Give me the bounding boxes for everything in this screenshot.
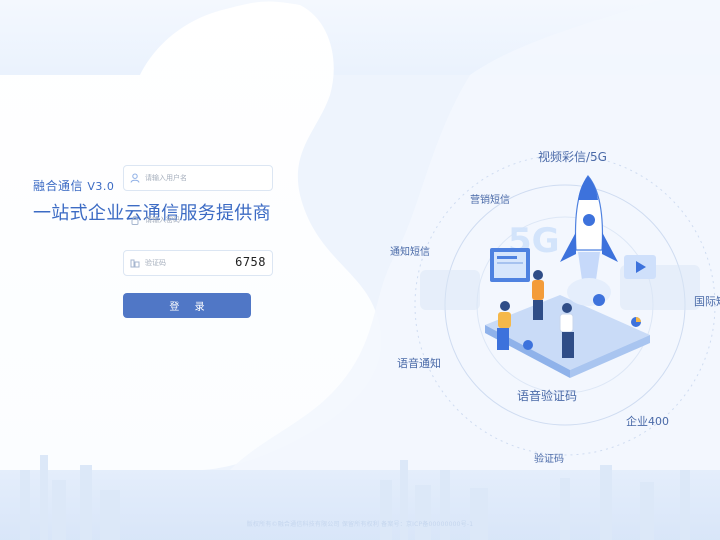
label-marketing-sms: 营销短信 <box>470 195 510 206</box>
code-icon <box>125 251 145 275</box>
label-international-sms: 国际短 <box>694 295 720 308</box>
lock-icon <box>125 208 145 232</box>
verification-code-field[interactable]: 6758 <box>123 250 273 276</box>
product-name: 融合通信 V3.0 <box>33 177 114 194</box>
label-notify-sms: 通知短信 <box>390 247 430 258</box>
label-enterprise400: 企业400 <box>626 415 669 428</box>
label-verify-code: 验证码 <box>534 454 564 465</box>
footer-copyright: 版权所有©融合通信科技有限公司 保留所有权利 备案号：京ICP备00000000… <box>246 521 474 528</box>
verification-code-input[interactable] <box>145 253 235 273</box>
username-field[interactable] <box>123 165 273 191</box>
password-field[interactable] <box>123 207 273 233</box>
user-icon <box>125 166 145 190</box>
captcha-image[interactable]: 6758 <box>235 255 266 269</box>
username-input[interactable] <box>145 168 235 188</box>
label-voice-code: 语音验证码 <box>517 389 578 403</box>
product-version: V3.0 <box>87 180 115 193</box>
label-voice-notify: 语音通知 <box>397 357 441 370</box>
password-input[interactable] <box>145 210 235 230</box>
product-title: 融合通信 <box>33 179 84 193</box>
login-button[interactable]: 登 录 <box>123 293 251 318</box>
label-video-sms: 视频彩信/5G <box>538 150 607 164</box>
